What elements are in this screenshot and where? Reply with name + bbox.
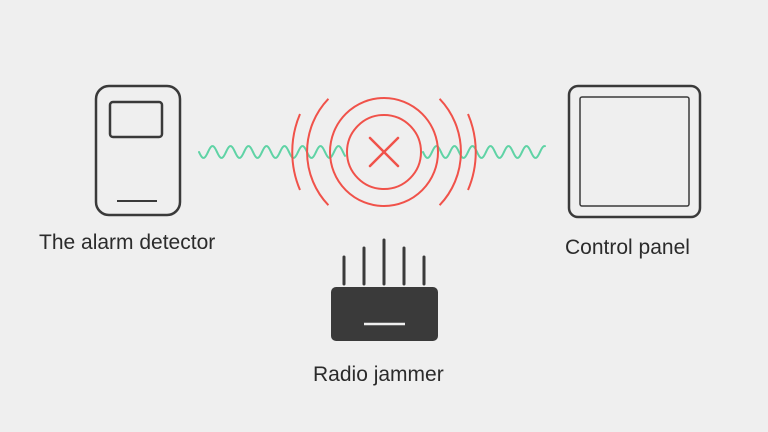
signal-wave-left bbox=[198, 145, 346, 159]
radio-jammer-icon bbox=[331, 238, 438, 341]
control-panel-icon bbox=[567, 84, 702, 219]
jamming-rings bbox=[291, 97, 477, 207]
radio-jammer-label: Radio jammer bbox=[313, 363, 444, 386]
alarm-detector-label: The alarm detector bbox=[39, 231, 216, 254]
cross-icon bbox=[368, 136, 400, 168]
signal-wave-right bbox=[422, 145, 546, 159]
alarm-detector-icon bbox=[94, 84, 182, 217]
control-panel-label: Control panel bbox=[565, 236, 690, 259]
